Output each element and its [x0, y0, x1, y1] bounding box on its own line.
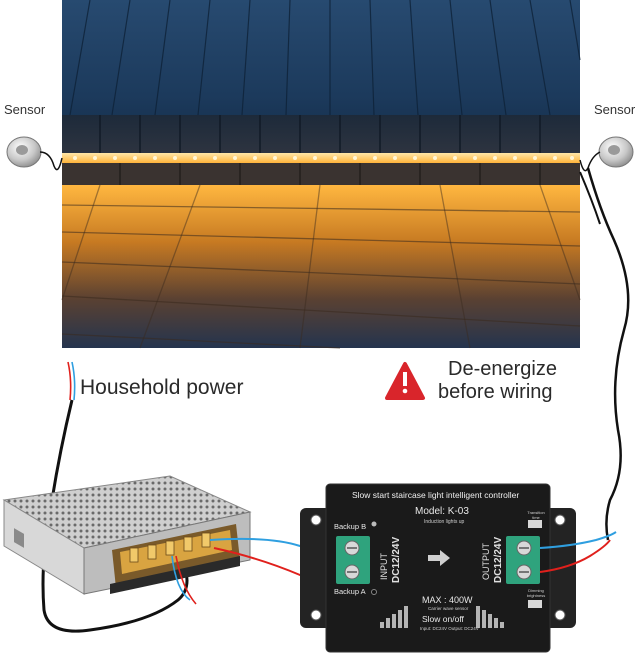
output-wire-red [539, 539, 611, 573]
carrier-label: Carrier wave sensor [428, 606, 469, 611]
deck-photo [61, 0, 581, 349]
input-label: INPUT [379, 553, 389, 580]
led-strip [62, 153, 580, 163]
warning-triangle-icon [385, 362, 425, 400]
input-voltage-label: DC12/24V [391, 536, 402, 583]
controller-k03 [300, 483, 576, 653]
output-label: OUTPUT [481, 543, 491, 580]
transition-label: Transition time [527, 510, 545, 520]
max-power-label: MAX : 400W [422, 595, 473, 605]
warning-text-line2: before wiring [438, 381, 553, 403]
household-power-wire [41, 361, 189, 633]
household-power-label: Household power [80, 376, 244, 399]
sensor-wire [586, 167, 630, 541]
output-wire-blue [539, 531, 617, 549]
screw-terminal-icon [506, 536, 540, 584]
backup-a-label: Backup A [334, 587, 366, 596]
power-supply [2, 475, 252, 595]
dimming-label: Dimming brightness [526, 588, 546, 598]
sensor-icon [6, 136, 63, 171]
controller-model: Model: K-03 [415, 506, 469, 517]
sensor-icon [579, 136, 634, 172]
backup-b-label: Backup B [334, 522, 367, 531]
arrow-right-icon [428, 550, 450, 566]
slow-onoff-label: Slow on/off [422, 614, 464, 624]
sensor-right-label: Sensor [594, 102, 636, 117]
screw-terminal-icon [336, 536, 370, 584]
controller-subtitle: Induction lights up [424, 519, 465, 525]
sensor-left-label: Sensor [4, 102, 46, 117]
output-voltage-label: DC12/24V [493, 536, 504, 583]
io-spec-label: Input: DC24V Output: DC24V [420, 626, 479, 631]
warning-text-line1: De-energize [448, 358, 557, 380]
controller-title: Slow start staircase light intelligent c… [352, 490, 520, 500]
